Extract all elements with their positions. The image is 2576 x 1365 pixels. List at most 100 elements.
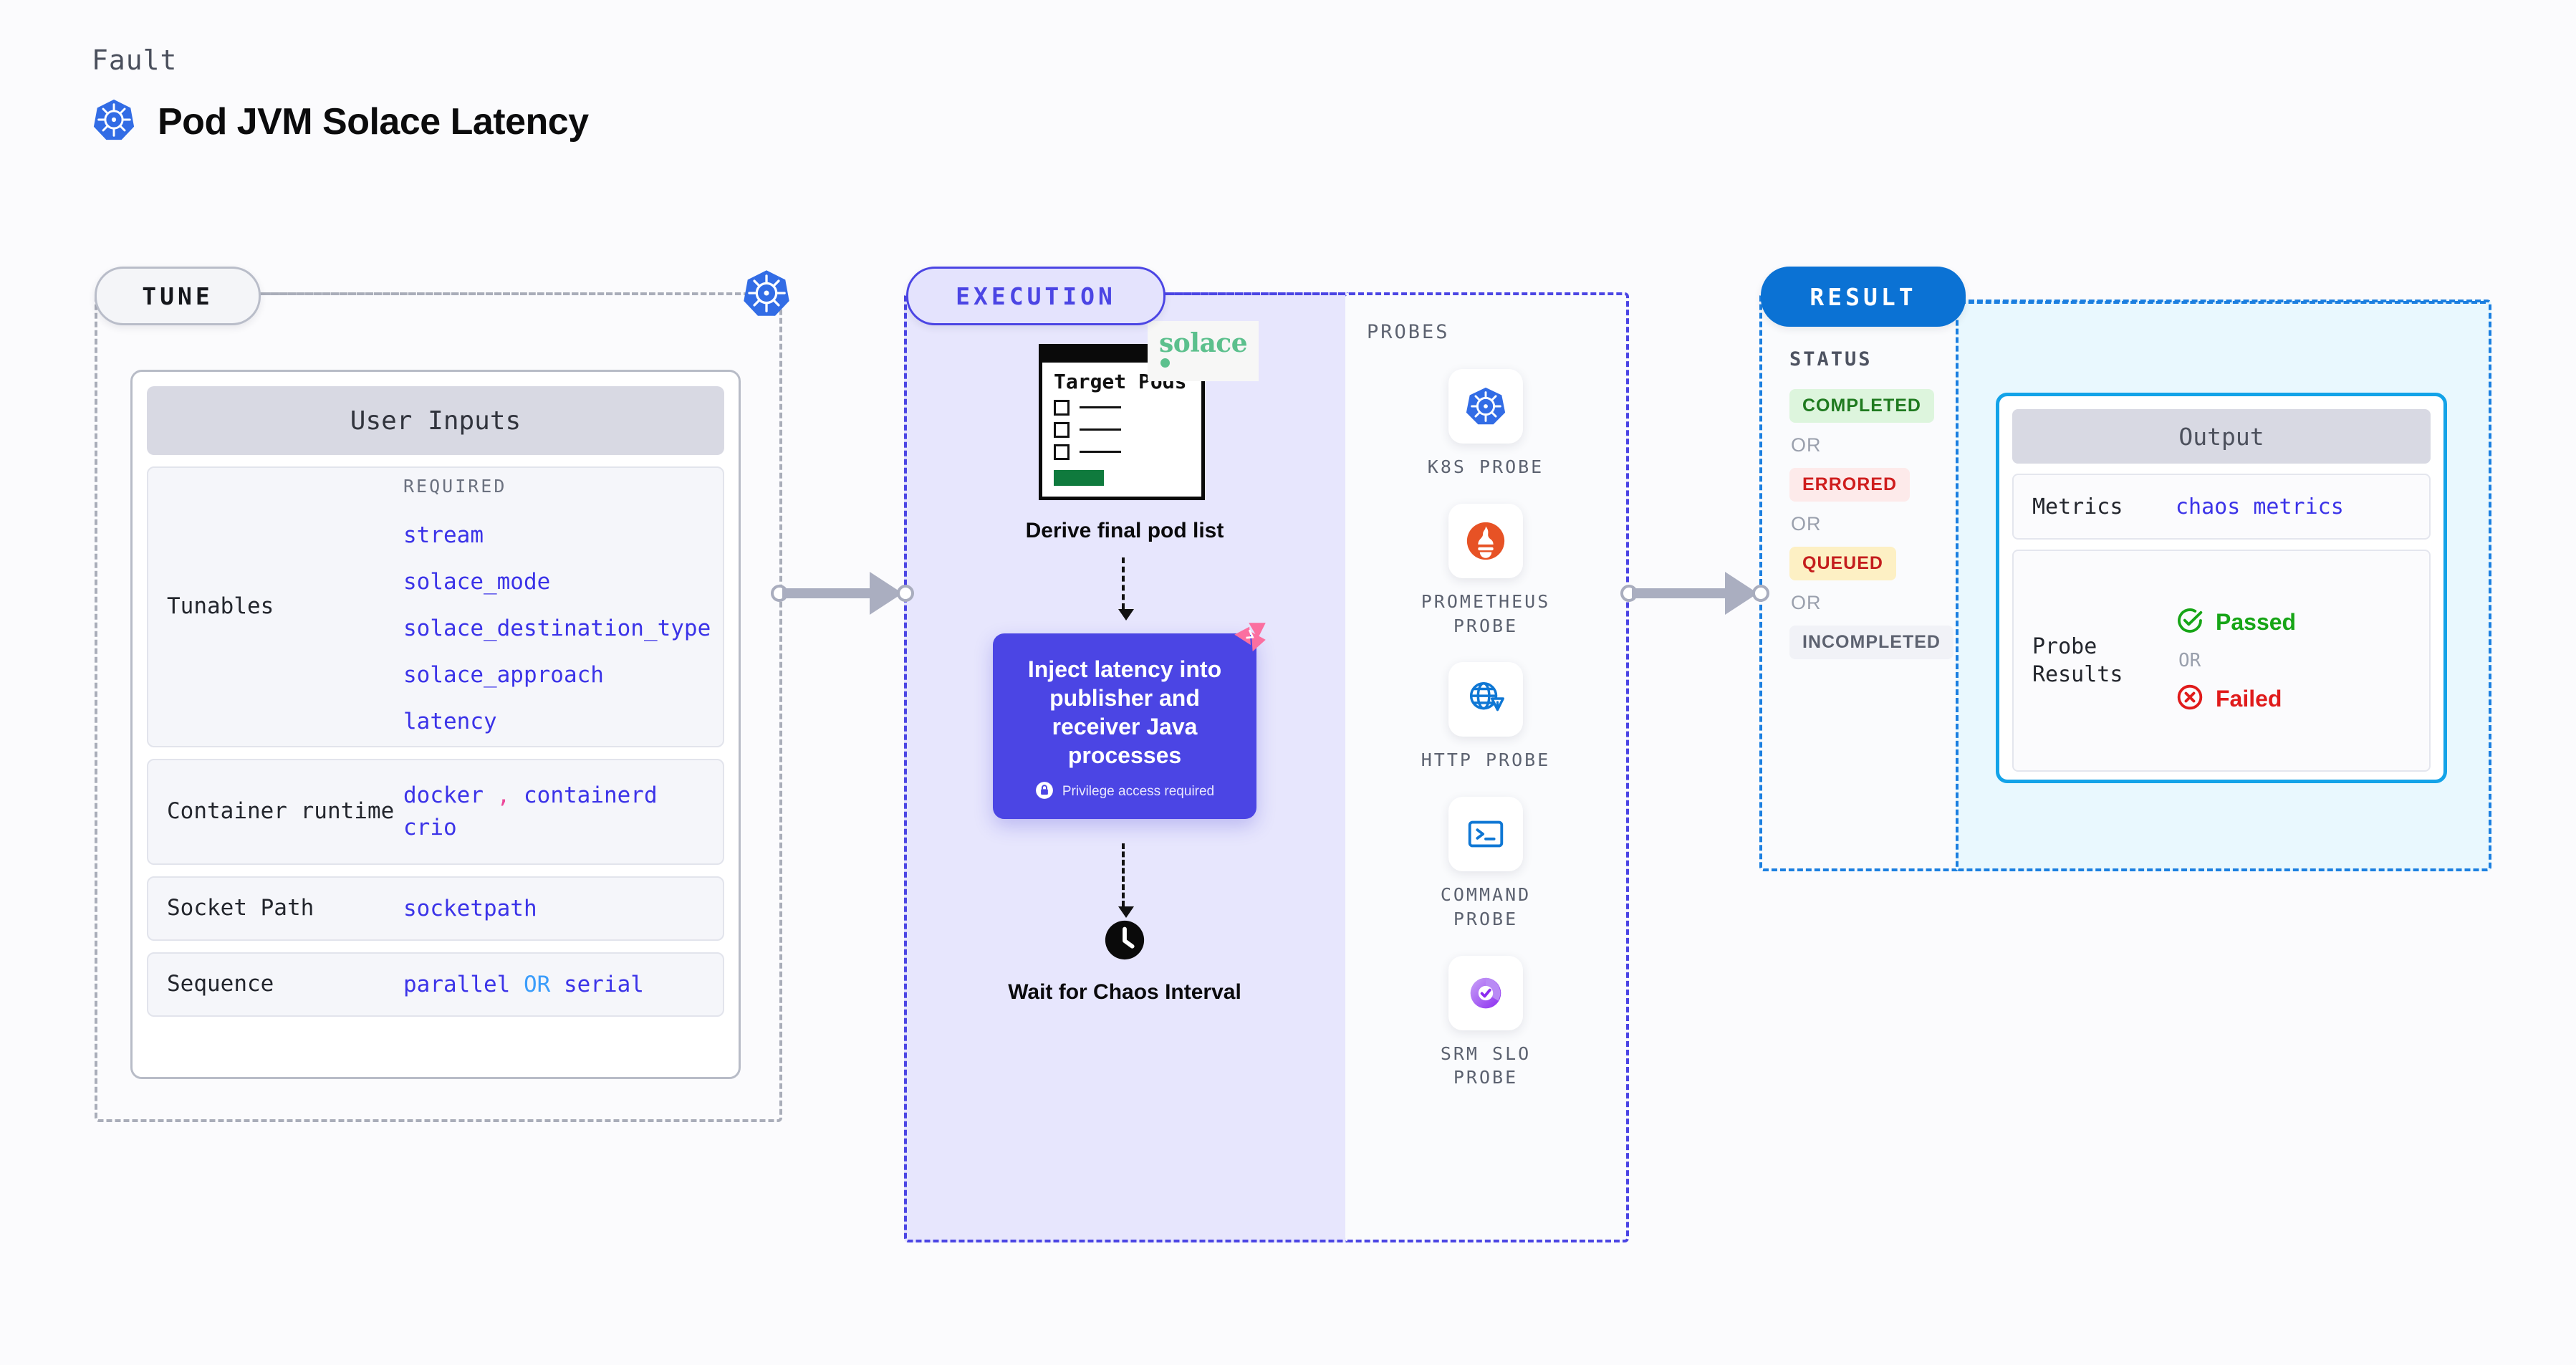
solace-logo: solace [1148, 321, 1259, 381]
derive-pod-list-caption: Derive final pod list [1025, 519, 1224, 542]
tunables-values: REQUIRED stream solace_mode solace_desti… [403, 476, 711, 738]
probe-label: PROMETHEUS PROBE [1421, 590, 1551, 636]
terminal-icon [1448, 797, 1523, 871]
connector-shaft [782, 588, 875, 598]
socket-path-key: Socket Path [167, 895, 314, 921]
metrics-key: Metrics [2032, 494, 2123, 519]
probe-results-row: Probe Results Passed OR [2012, 550, 2431, 772]
execution-leader-line [1160, 292, 1345, 295]
solace-wordmark: solace [1159, 328, 1248, 358]
probe-item-k8s[interactable]: K8S PROBE [1403, 369, 1568, 479]
status-list: COMPLETED OR ERRORED OR QUEUED OR INCOMP… [1789, 389, 1960, 659]
probe-label: HTTP PROBE [1421, 749, 1551, 771]
probe-result-failed: Failed [2176, 683, 2296, 715]
target-pod-item [1042, 399, 1201, 416]
probe-label: SRM SLO PROBE [1440, 1043, 1532, 1088]
placeholder-line [1080, 428, 1121, 431]
output-card: Output Metrics chaos metrics Probe Resul… [1996, 393, 2447, 783]
clock-icon [1102, 918, 1147, 966]
sequence-row: Sequence parallel OR serial [147, 952, 724, 1017]
solace-dot-icon [1160, 358, 1170, 368]
user-inputs-title: User Inputs [147, 386, 724, 455]
fault-kicker: Fault [92, 44, 178, 76]
status-badge-queued: QUEUED [1789, 547, 1896, 580]
container-runtime-row: Container runtime docker , containerd cr… [147, 759, 724, 865]
execution-flow: Target Pods solace Derive final pod list [904, 321, 1345, 1005]
probe-label: K8S PROBE [1427, 456, 1544, 477]
flow-arrow-down [1118, 557, 1134, 621]
status-badge-incompleted: INCOMPLETED [1789, 626, 1953, 659]
probe-item-command[interactable]: COMMAND PROBE [1403, 797, 1568, 931]
status-or: OR [1791, 513, 1822, 535]
derive-pod-list-step: Target Pods solace [1039, 321, 1259, 502]
socket-path-value[interactable]: socketpath [403, 895, 537, 921]
target-pod-item [1042, 444, 1201, 460]
probe-label: COMMAND PROBE [1440, 884, 1532, 929]
privilege-label: Privilege access required [1062, 784, 1215, 799]
runtime-crio[interactable]: crio [403, 815, 457, 840]
probe-item-prometheus[interactable]: PROMETHEUS PROBE [1403, 503, 1568, 638]
status-label: STATUS [1789, 348, 1873, 370]
result-stage-box [1759, 292, 1966, 871]
tunable-stream[interactable]: stream [403, 522, 484, 549]
probe-item-http[interactable]: HTTP PROBE [1403, 662, 1568, 772]
status-or: OR [1791, 434, 1822, 456]
result-column: STATUS COMPLETED OR ERRORED OR QUEUED OR… [1759, 292, 1960, 866]
connector-shaft [1632, 588, 1731, 598]
x-circle-icon [2176, 683, 2204, 715]
sequence-joiner: OR [523, 971, 551, 997]
probes-column: PROBES [1345, 292, 1626, 1237]
status-or: OR [1791, 592, 1822, 613]
srm-slo-icon [1448, 955, 1523, 1030]
probe-results-key: Probe Results [2032, 634, 2123, 687]
target-pod-item [1042, 421, 1201, 438]
sequence-serial[interactable]: serial [563, 971, 644, 997]
connector-end-dot [897, 585, 914, 602]
probe-results-values: Passed OR Failed [2176, 606, 2296, 715]
probe-result-or: OR [2178, 650, 2201, 671]
probe-result-passed: Passed [2176, 606, 2296, 638]
kubernetes-icon [741, 268, 792, 318]
placeholder-line [1080, 406, 1121, 409]
probes-title: PROBES [1367, 321, 1450, 343]
lock-icon [1035, 781, 1054, 803]
connector-execution-to-result [1620, 572, 1771, 615]
tune-leader-line [256, 292, 758, 295]
tunable-solace-approach[interactable]: solace_approach [403, 661, 604, 688]
tunable-solace-mode[interactable]: solace_mode [403, 569, 551, 595]
stage-pill-tune[interactable]: TUNE [95, 267, 261, 325]
failed-label: Failed [2216, 686, 2282, 712]
tunables-key: Tunables [167, 593, 274, 620]
inject-latency-text: Inject latency into publisher and receiv… [1027, 656, 1222, 768]
result-leader-line [1960, 301, 2486, 304]
runtime-docker[interactable]: docker [403, 782, 484, 809]
runtime-separator: , [496, 782, 511, 809]
sequence-parallel[interactable]: parallel [403, 971, 511, 997]
placeholder-line [1080, 451, 1121, 454]
user-inputs-card: User Inputs Tunables REQUIRED stream sol… [130, 370, 741, 1079]
passed-label: Passed [2216, 609, 2297, 635]
metrics-value[interactable]: chaos metrics [2176, 494, 2344, 519]
checkbox-icon [1054, 421, 1070, 438]
sequence-values: parallel OR serial [403, 969, 644, 1001]
progress-bar [1054, 469, 1104, 486]
tunable-solace-destination-type[interactable]: solace_destination_type [403, 616, 711, 642]
checkbox-icon [1054, 399, 1070, 416]
status-badge-completed: COMPLETED [1789, 389, 1934, 423]
stage-pill-execution[interactable]: EXECUTION [906, 267, 1166, 325]
connector-end-dot [1752, 585, 1769, 602]
privilege-badge: Privilege access required [1011, 781, 1238, 803]
probes-list: K8S PROBE PROMETHEUS PROBE [1345, 369, 1626, 1090]
status-badge-errored: ERRORED [1789, 468, 1911, 502]
probe-item-srm-slo[interactable]: SRM SLO PROBE [1403, 955, 1568, 1091]
fault-title-row: Pod JVM Solace Latency [92, 97, 589, 145]
tunable-latency[interactable]: latency [403, 708, 497, 734]
stage-pill-result[interactable]: RESULT [1761, 267, 1966, 327]
container-runtime-values: docker , containerd crio [403, 780, 658, 844]
metrics-row: Metrics chaos metrics [2012, 474, 2431, 540]
probes-stage-box [1345, 292, 1629, 1242]
wait-chaos-interval-caption: Wait for Chaos Interval [1008, 980, 1241, 1004]
http-globe-warning-icon [1448, 662, 1523, 737]
runtime-containerd[interactable]: containerd [524, 782, 658, 809]
checkbox-icon [1054, 444, 1070, 460]
